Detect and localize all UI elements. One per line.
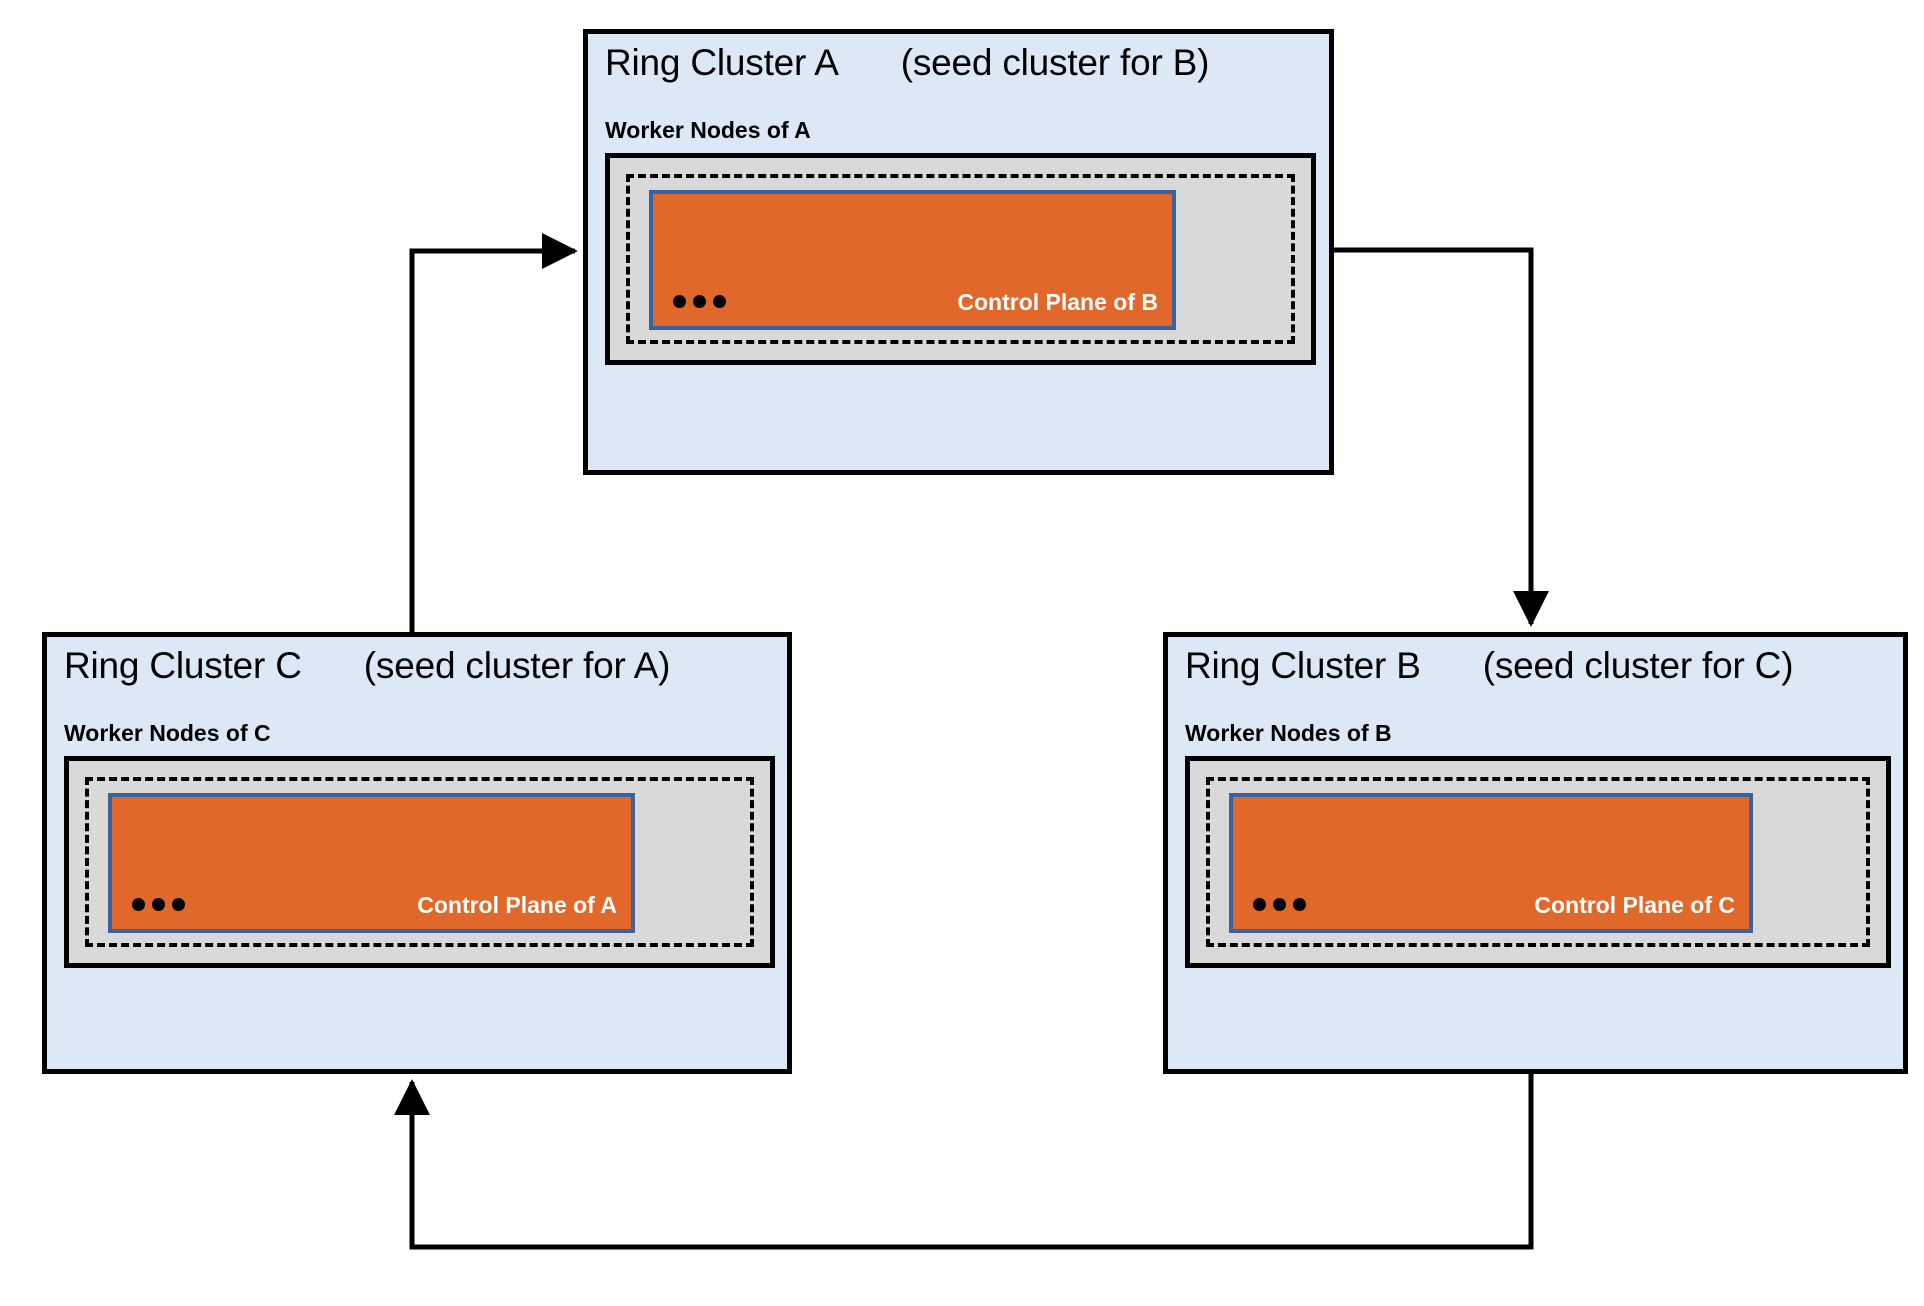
cluster-b-ellipsis-dots <box>1253 898 1306 911</box>
cluster-c-worker-box: Control Plane of A <box>64 756 775 968</box>
cluster-c-seed-note: (seed cluster for A) <box>363 645 671 686</box>
cluster-a-worker-label: Worker Nodes of A <box>605 117 811 143</box>
cluster-a-name: Ring Cluster A <box>605 42 839 83</box>
cluster-b-worker-label: Worker Nodes of B <box>1185 720 1392 746</box>
cluster-c-ellipsis-dots <box>132 898 185 911</box>
cluster-b-control-plane-label: Control Plane of C <box>1534 892 1735 918</box>
ring-cluster-a[interactable]: Ring Cluster A (seed cluster for B) Worke… <box>583 29 1334 475</box>
cluster-b-title: Ring Cluster B (seed cluster for C) <box>1185 645 1794 687</box>
cluster-c-control-plane-a[interactable]: Control Plane of A <box>108 793 635 933</box>
cluster-a-control-plane-label: Control Plane of B <box>957 289 1158 315</box>
cluster-a-title: Ring Cluster A (seed cluster for B) <box>605 42 1209 84</box>
cluster-a-worker-box: Control Plane of B <box>605 153 1316 365</box>
cluster-a-seed-note: (seed cluster for B) <box>900 42 1210 83</box>
cluster-b-control-plane-c[interactable]: Control Plane of C <box>1229 793 1753 933</box>
connector-a-to-b <box>1334 247 1549 627</box>
ring-cluster-b[interactable]: Ring Cluster B (seed cluster for C) Worke… <box>1163 632 1908 1074</box>
cluster-c-control-plane-label: Control Plane of A <box>417 892 617 918</box>
cluster-a-control-plane-b[interactable]: Control Plane of B <box>649 190 1176 330</box>
cluster-b-worker-box: Control Plane of C <box>1185 756 1891 968</box>
ring-cluster-c[interactable]: Ring Cluster C (seed cluster for A) Worke… <box>42 632 792 1074</box>
connector-c-to-a <box>409 233 578 632</box>
cluster-c-name: Ring Cluster C <box>64 645 302 686</box>
cluster-b-seed-note: (seed cluster for C) <box>1482 645 1794 686</box>
cluster-a-worker-dashed-outline <box>626 174 1295 344</box>
cluster-b-name: Ring Cluster B <box>1185 645 1421 686</box>
cluster-c-worker-dashed-outline <box>85 777 754 947</box>
cluster-c-worker-label: Worker Nodes of C <box>64 720 271 746</box>
cluster-a-ellipsis-dots <box>673 295 726 308</box>
cluster-b-worker-dashed-outline <box>1206 777 1870 947</box>
cluster-c-title: Ring Cluster C (seed cluster for A) <box>64 645 670 687</box>
connector-b-to-c <box>394 1074 1534 1250</box>
